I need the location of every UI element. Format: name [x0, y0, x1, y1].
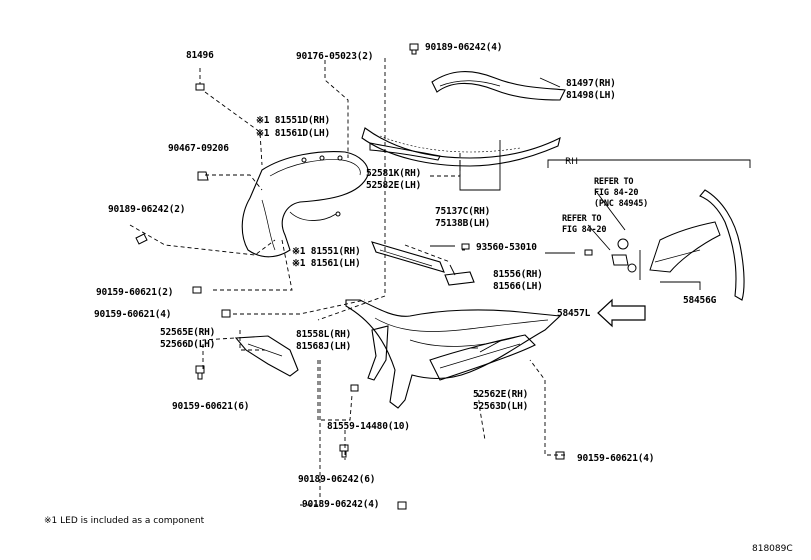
- label-90159-60621-4a: 90159-60621(4): [94, 309, 172, 320]
- label-81496: 81496: [186, 50, 214, 61]
- label-81497-rh: 81497(RH): [566, 78, 616, 89]
- rh-box-title: RH: [565, 157, 579, 167]
- label-81551-rh: ※1 81551(RH): [292, 246, 361, 257]
- diagram-code: 818089C: [752, 544, 793, 554]
- label-90189-06242-6: 90189-06242(6): [298, 474, 376, 485]
- refer-to-1-line1: REFER TO: [594, 177, 634, 187]
- label-52565e-rh: 52565E(RH): [160, 327, 216, 338]
- label-81561d-lh: ※1 81561D(LH): [256, 128, 330, 139]
- label-75137c-rh: 75137C(RH): [435, 206, 491, 217]
- label-90159-60621-2: 90159-60621(2): [96, 287, 174, 298]
- label-90189-06242-4a: 90189-06242(4): [425, 42, 503, 53]
- refer-to-1-line3: (PNC 84945): [594, 199, 649, 209]
- refer-to-2-line1: REFER TO: [562, 214, 602, 224]
- label-90189-06242-2: 90189-06242(2): [108, 204, 186, 215]
- label-81556-rh: 81556(RH): [493, 269, 543, 280]
- label-81559-14480: 81559-14480(10): [327, 421, 410, 432]
- refer-to-1-line2: FIG 84-20: [594, 188, 639, 198]
- label-81558l-rh: 81558L(RH): [296, 329, 352, 340]
- solid-leaders: [430, 77, 701, 353]
- label-52582e-lh: 52582E(LH): [366, 180, 422, 191]
- label-52562e-rh: 52562E(RH): [473, 389, 529, 400]
- label-52581k-rh: 52581K(RH): [366, 168, 422, 179]
- label-58456g: 58456G: [683, 295, 717, 306]
- rh-box-frame: [547, 159, 751, 168]
- leader-lines: [129, 58, 565, 506]
- label-90467-09206: 90467-09206: [168, 143, 229, 154]
- label-93560-53010: 93560-53010: [476, 242, 537, 253]
- label-81566-lh: 81566(LH): [493, 281, 543, 292]
- label-52566d-lh: 52566D(LH): [160, 339, 216, 350]
- label-81498-lh: 81498(LH): [566, 90, 616, 101]
- refer-to-2-line2: FIG 84-20: [562, 225, 607, 235]
- label-81568j-lh: 81568J(LH): [296, 341, 352, 352]
- label-81561-lh: ※1 81561(LH): [292, 258, 361, 269]
- label-58457l: 58457L: [557, 308, 591, 319]
- label-90176-05023: 90176-05023(2): [296, 51, 374, 62]
- label-90159-60621-6: 90159-60621(6): [172, 401, 250, 412]
- label-75138b-lh: 75138B(LH): [435, 218, 491, 229]
- label-81551d-rh: ※1 81551D(RH): [256, 115, 330, 126]
- label-90159-60621-4b: 90159-60621(4): [577, 453, 655, 464]
- label-52563d-lh: 52563D(LH): [473, 401, 529, 412]
- footnote: ※1 LED is included as a component: [44, 516, 205, 526]
- label-90189-06242-4b: 90189-06242(4): [302, 499, 380, 510]
